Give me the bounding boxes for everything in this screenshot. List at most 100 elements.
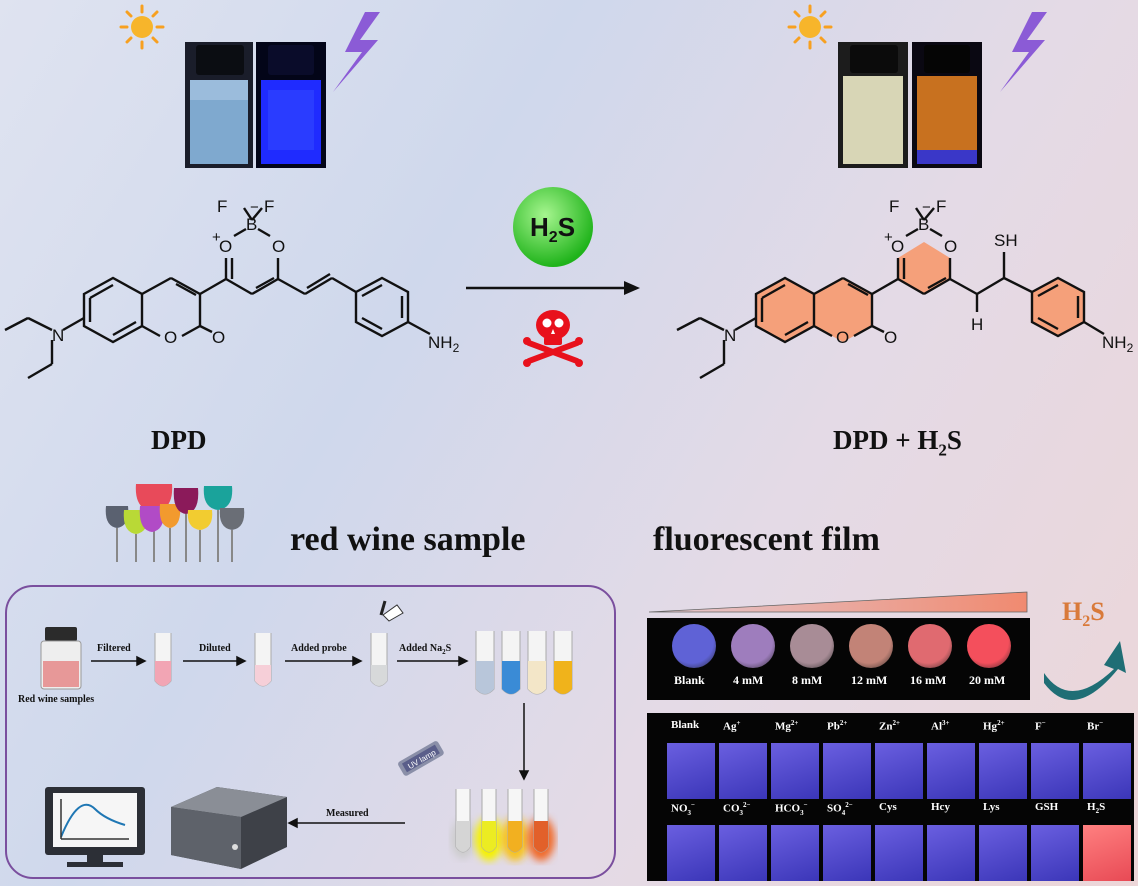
ion-film	[1031, 825, 1079, 881]
atom-o: O	[272, 237, 285, 256]
ion-film	[1083, 743, 1131, 799]
atom-h: H	[971, 315, 983, 334]
curved-arrow-icon	[1044, 641, 1126, 701]
fluorescent-film-heading: fluorescent film	[653, 521, 880, 558]
film-dot-5	[967, 624, 1011, 668]
lightning-icon	[1000, 12, 1047, 92]
concentration-gradient-wedge	[648, 591, 1028, 613]
dpd-vials	[185, 42, 326, 168]
tube-filtered	[154, 633, 172, 687]
ion-label: Ag+	[723, 719, 741, 733]
step-filtered-label: Filtered	[97, 643, 131, 654]
atom-f: F	[264, 197, 274, 216]
tube-diluted	[254, 633, 272, 687]
step-diluted-label: Diluted	[199, 643, 231, 654]
dpd-structure	[4, 207, 431, 380]
ion-label: Mg2+	[775, 719, 799, 733]
red-wine-heading: red wine sample	[290, 521, 526, 558]
ion-film	[875, 825, 923, 881]
uv-lamp-icon: UV lamp	[398, 741, 444, 776]
charge-minus: −	[922, 199, 931, 216]
dpd-atom-labels: N O O B F F − + O O NH2	[52, 197, 460, 355]
ion-label: CO32−	[723, 801, 751, 817]
reaction-scheme: N O O B F F − + O O NH2 H2S	[4, 187, 1134, 380]
ion-label: Hcy	[931, 801, 950, 813]
concentration-label: 4 mM	[733, 673, 764, 687]
concentration-label: 8 mM	[792, 673, 823, 687]
ion-film	[875, 743, 923, 799]
spectrometer-icon	[171, 787, 287, 869]
toxic-skull-icon	[523, 310, 583, 367]
ion-film	[823, 743, 871, 799]
film-dot-3	[849, 624, 893, 668]
red-wine-samples-label: Red wine samples	[18, 694, 95, 705]
ion-label: Lys	[983, 801, 1000, 813]
step-measured-label: Measured	[326, 808, 369, 819]
sun-icon	[787, 4, 833, 50]
ion-label: Blank	[671, 719, 700, 731]
step-added-probe-label: Added probe	[291, 643, 347, 654]
reactant-label: DPD	[151, 425, 207, 455]
ion-label: Al3+	[931, 719, 950, 733]
ion-film	[719, 743, 767, 799]
ion-label: H2S	[1087, 801, 1106, 816]
product-label: DPD + H2S	[833, 425, 962, 460]
lightning-icon	[333, 12, 380, 92]
ion-label: Cys	[879, 801, 897, 813]
computer-monitor-icon	[45, 787, 145, 867]
ion-film	[979, 743, 1027, 799]
film-dot-1	[731, 624, 775, 668]
dpd-h2s-vials	[838, 42, 982, 168]
sun-icon	[119, 4, 165, 50]
ion-label: HCO3−	[775, 801, 808, 817]
atom-o: O	[219, 237, 232, 256]
reaction-arrow-head	[624, 281, 640, 295]
workflow-graphics: UV lamp	[40, 600, 573, 869]
ion-film	[927, 825, 975, 881]
atom-o: O	[164, 328, 177, 347]
atom-n: N	[724, 326, 736, 345]
vial-photos	[119, 4, 1047, 168]
atom-o: O	[884, 328, 897, 347]
atom-o: O	[212, 328, 225, 347]
ion-film	[667, 825, 715, 881]
sample-vial-icon	[40, 627, 82, 690]
concentration-label: 12 mM	[851, 673, 888, 687]
charge-minus: −	[250, 199, 259, 216]
wine-workflow-panel	[5, 585, 616, 879]
charge-plus: +	[884, 229, 893, 246]
atom-o: O	[944, 237, 957, 256]
ion-label: GSH	[1035, 801, 1059, 813]
atom-o: O	[836, 328, 849, 347]
film-dot-4	[908, 624, 952, 668]
ion-film	[927, 743, 975, 799]
tube-probe	[370, 633, 388, 687]
ion-film	[823, 825, 871, 881]
ion-film	[771, 743, 819, 799]
atom-nh2: NH2	[428, 333, 460, 355]
ion-label: Br−	[1087, 719, 1104, 733]
concentration-label: 16 mM	[910, 673, 947, 687]
ion-label: NO3−	[671, 801, 695, 817]
ion-film	[771, 825, 819, 881]
ion-label: Pb2+	[827, 719, 848, 733]
h2s-reagent-circle: H2S	[513, 187, 593, 267]
ion-label: SO42−	[827, 801, 853, 817]
ion-film	[979, 825, 1027, 881]
concentration-label: 20 mM	[969, 673, 1006, 687]
atom-f: F	[936, 197, 946, 216]
film-h2s-label: H2S	[1062, 597, 1105, 631]
atom-f: F	[217, 197, 227, 216]
ion-film	[1031, 743, 1079, 799]
atom-sh: SH	[994, 231, 1018, 250]
reagent-label: H2S	[530, 212, 575, 246]
tubes-na2s	[475, 631, 573, 695]
atom-nh2: NH2	[1102, 333, 1134, 355]
ion-film	[719, 825, 767, 881]
film-dot-2	[790, 624, 834, 668]
step-added-na2s-label: Added Na2S	[399, 643, 452, 656]
ion-label: F−	[1035, 719, 1046, 733]
ion-film	[1083, 825, 1131, 881]
